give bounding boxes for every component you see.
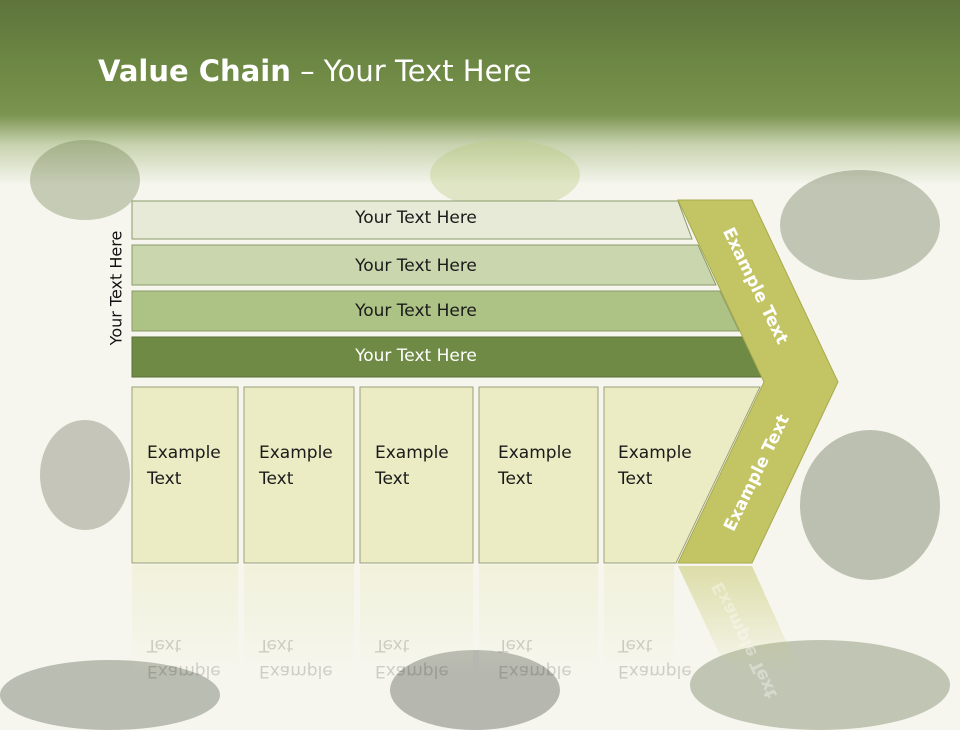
chevron-reflection: [678, 566, 800, 672]
bar-1: [131, 200, 693, 240]
column-5-label-reflection: Example Text: [618, 635, 692, 681]
column-5: [603, 386, 761, 564]
chevron-arrow: [677, 199, 839, 564]
column-4-label-reflection: Example Text: [498, 635, 572, 681]
column-1-label-reflection: Example Text: [147, 635, 221, 681]
header-band: [0, 0, 960, 185]
column-2-label: Example Text: [259, 443, 333, 489]
column-5-reflection: [604, 565, 674, 675]
column-1-reflection: [132, 565, 238, 675]
column-1: [131, 386, 239, 564]
bar-2-label: Your Text Here: [355, 256, 477, 276]
bar-3-label: Your Text Here: [355, 301, 477, 321]
title-rest: – Your Text Here: [290, 54, 532, 88]
grapes-decoration: [430, 140, 580, 210]
column-2-reflection: [244, 565, 354, 675]
bar-2: [131, 244, 717, 286]
column-3: [359, 386, 474, 564]
slide-title: Value Chain – Your Text Here: [98, 54, 532, 88]
column-4-label: Example Text: [498, 443, 572, 489]
column-5-label: Example Text: [618, 443, 692, 489]
column-2: [243, 386, 355, 564]
bottle-decoration: [780, 170, 940, 280]
wine-glass-decoration: [40, 420, 130, 530]
column-3-reflection: [360, 565, 473, 675]
column-3-label: Example Text: [375, 443, 449, 489]
column-3-label-reflection: Example Text: [375, 635, 449, 681]
bar-4-label: Your Text Here: [355, 346, 477, 366]
column-4-reflection: [479, 565, 598, 675]
grapes-decoration: [30, 140, 140, 220]
bottle-decoration: [800, 430, 940, 580]
title-bold: Value Chain: [98, 54, 291, 88]
bar-1-label: Your Text Here: [355, 208, 477, 228]
column-2-label-reflection: Example Text: [259, 635, 333, 681]
bar-3: [131, 290, 740, 332]
column-4: [478, 386, 599, 564]
column-1-label: Example Text: [147, 443, 221, 489]
